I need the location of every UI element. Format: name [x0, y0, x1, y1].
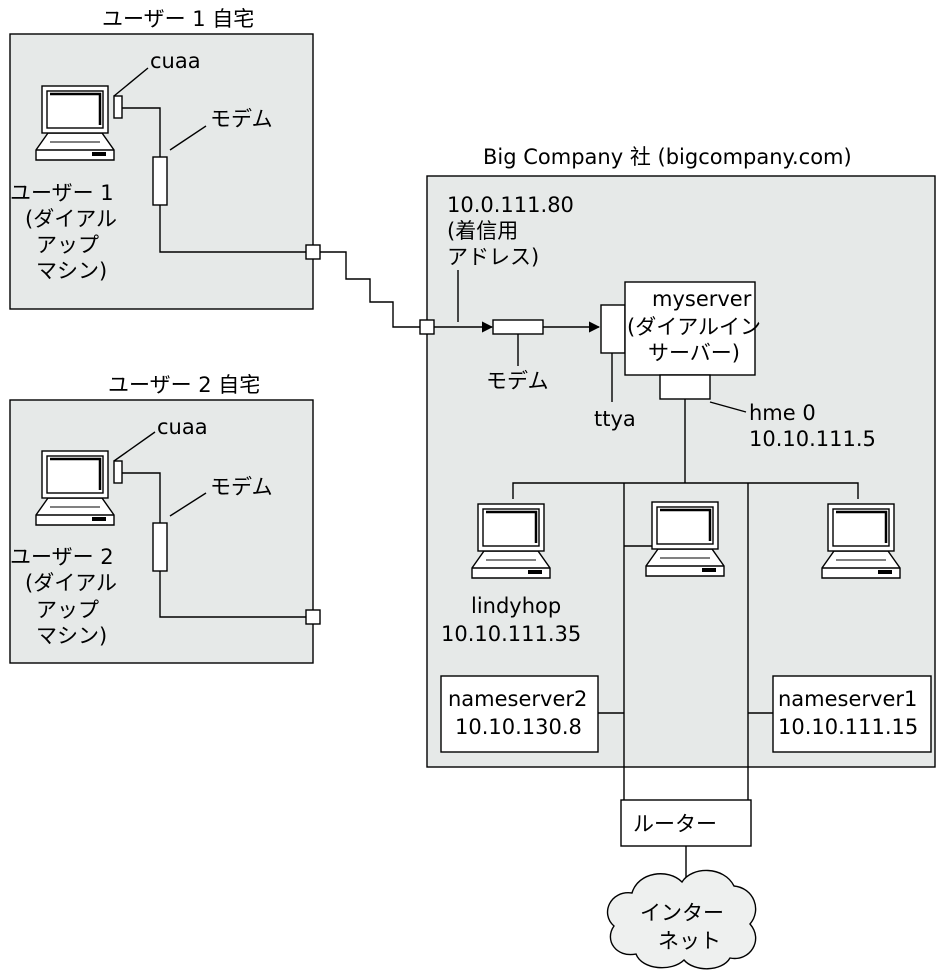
user2-machine-line2: (ダイアル	[25, 571, 117, 595]
user2-machine-line4: マシン)	[36, 624, 107, 648]
lindyhop-name: lindyhop	[471, 594, 561, 618]
user2-home: ユーザー 2 自宅 cuaa モデム ユーザー 2 (ダイアル アップ マシン)	[9, 373, 321, 664]
server-desc-line2: サーバー)	[648, 341, 740, 365]
modem-icon	[492, 319, 544, 335]
modem-icon	[152, 156, 168, 206]
hme-label: hme 0	[749, 401, 816, 425]
user1-machine-line3: アップ	[36, 233, 99, 257]
router-label: ルーター	[633, 812, 717, 836]
company-title: Big Company 社 (bigcompany.com)	[483, 145, 852, 169]
company-network: Big Company 社 (bigcompany.com) 10.0.111.…	[419, 145, 936, 824]
computer-icon	[34, 84, 116, 162]
computer-icon	[34, 449, 116, 527]
network-interface-icon	[659, 374, 711, 400]
server-name: myserver	[652, 287, 752, 311]
modem-label: モデム	[210, 475, 273, 499]
user1-machine-line4: マシン)	[36, 259, 107, 283]
router-box	[620, 799, 752, 847]
computer-icon	[644, 500, 726, 578]
modem-icon	[152, 522, 168, 572]
user1-home: ユーザー 1 自宅 cuaa モデム ユーザー 1 (ダイアル アップ マシン)	[9, 7, 321, 310]
ttya-label: ttya	[594, 407, 636, 431]
computer-icon	[820, 502, 902, 580]
serial-port-icon	[113, 460, 123, 484]
incoming-label-line2: アドレス)	[447, 245, 539, 269]
incoming-label-line1: (着信用	[447, 219, 518, 243]
user2-home-title: ユーザー 2 自宅	[108, 373, 260, 397]
user1-machine-line1: ユーザー 1	[10, 181, 114, 205]
user1-machine-line2: (ダイアル	[25, 207, 117, 231]
nameserver2-box	[440, 675, 599, 753]
cuaa-label: cuaa	[150, 49, 201, 73]
computer-icon	[470, 502, 552, 580]
server-desc-line1: (ダイアルイン	[627, 315, 761, 339]
serial-port-icon	[113, 95, 123, 119]
user2-machine-line1: ユーザー 2	[10, 545, 114, 569]
internet-label-line1: インター	[640, 901, 724, 925]
incoming-address: 10.0.111.80	[447, 193, 574, 217]
user2-machine-line3: アップ	[36, 598, 99, 622]
cuaa-label: cuaa	[157, 415, 208, 439]
nameserver2-address: 10.10.130.8	[455, 715, 582, 739]
lindyhop-address: 10.10.111.35	[441, 622, 581, 646]
modem-label: モデム	[210, 107, 273, 131]
user1-home-title: ユーザー 1 自宅	[102, 7, 254, 31]
company-region	[426, 175, 936, 768]
nameserver2-name: nameserver2	[448, 687, 587, 711]
nameserver1-address: 10.10.111.15	[778, 715, 918, 739]
nameserver1-name: nameserver1	[778, 687, 917, 711]
nameserver1-box	[772, 675, 932, 753]
hme-address: 10.10.111.5	[749, 427, 876, 451]
company-modem-label: モデム	[486, 369, 549, 393]
phone-line	[320, 251, 427, 328]
port-icon	[305, 244, 321, 260]
cloud-icon	[606, 869, 757, 970]
internet-label-line2: ネット	[658, 929, 721, 953]
port-icon	[419, 319, 435, 335]
serial-port-icon	[600, 304, 626, 354]
lan-bus	[512, 482, 859, 499]
port-icon	[305, 609, 321, 625]
